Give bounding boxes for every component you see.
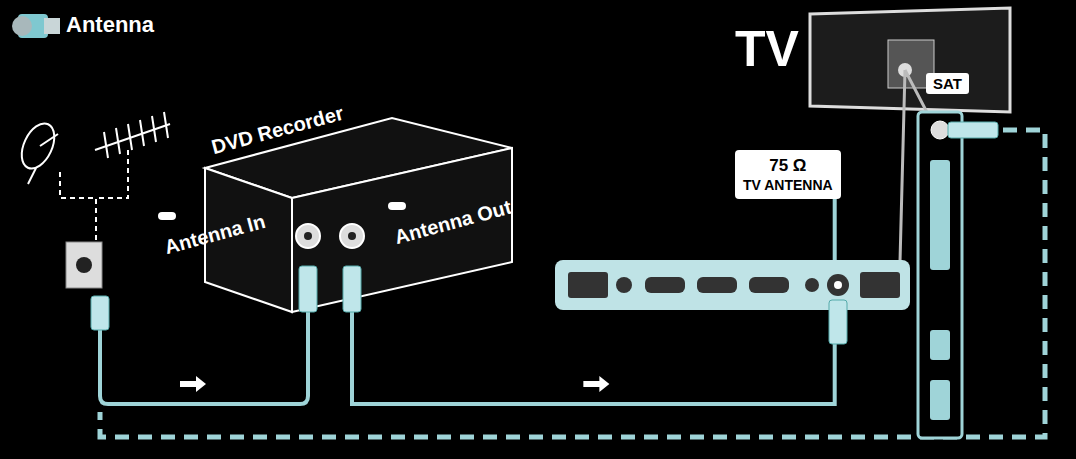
- callout-box: Antenna Out: [388, 202, 406, 210]
- panel-body: [555, 260, 910, 310]
- connector-label: 75 ΩTV ANTENNA: [735, 150, 841, 199]
- node-text: Antenna Out: [392, 196, 514, 249]
- plug-tip: [44, 18, 60, 34]
- arrow-head: [583, 376, 609, 392]
- device-node: TV: [735, 22, 799, 76]
- dish-stand: [28, 168, 36, 184]
- aerial-elements: [104, 112, 168, 158]
- common-interface: [930, 160, 950, 270]
- antenna-cable: [100, 312, 308, 404]
- node-text: 75 Ω: [743, 155, 833, 176]
- dish-arm: [40, 134, 58, 146]
- audio-port: [805, 278, 819, 292]
- tv-panel: [555, 260, 910, 344]
- jack-out: [340, 224, 364, 248]
- hdmi-side: [930, 380, 950, 420]
- node-text: SAT: [933, 75, 962, 92]
- sat-jack: [931, 121, 949, 139]
- part-label: Antenna: [66, 12, 154, 38]
- scart-port: [568, 272, 608, 298]
- jack-in: [296, 224, 320, 248]
- node-text: DVD Recorder: [209, 102, 346, 159]
- jack-out-pin: [348, 232, 356, 240]
- dish: [15, 118, 61, 173]
- monitor-back: [810, 8, 1010, 112]
- plug-in: [299, 266, 317, 312]
- plug-cap: [12, 16, 32, 36]
- aerial: [95, 112, 170, 158]
- wall-socket: [66, 242, 102, 288]
- antenna-jack: [827, 274, 849, 296]
- panel-body: [918, 112, 962, 438]
- hdmi-port: [697, 277, 737, 293]
- node-text: TV ANTENNA: [743, 176, 833, 194]
- usb-port: [930, 330, 950, 360]
- plug-out: [343, 266, 361, 312]
- hdmi-port: [645, 277, 685, 293]
- flow-arrow: [180, 376, 206, 392]
- jack-in-pin: [304, 232, 312, 240]
- tv-monitor: [810, 8, 1010, 112]
- device-node: DVD RecorderAntenna InAntenna Out: [205, 112, 515, 312]
- audio-port: [616, 277, 632, 293]
- recorder-jacks: [296, 224, 364, 312]
- cable-plug: [91, 296, 109, 330]
- vga-port: [860, 272, 900, 298]
- sat-plug: [948, 122, 998, 138]
- node-text: TV: [735, 22, 799, 76]
- connector-label: SAT: [926, 73, 969, 94]
- side-panel: [918, 112, 998, 438]
- tv-plug: [829, 300, 847, 344]
- socket-plate: [66, 242, 102, 288]
- hdmi-port: [749, 277, 789, 293]
- antenna-jack-pin: [834, 281, 842, 289]
- dish-antenna: [15, 118, 61, 184]
- antenna-icon: [12, 14, 60, 38]
- antenna-lead: [60, 150, 128, 240]
- socket-hole: [76, 257, 92, 273]
- node-text: Antenna In: [162, 210, 268, 259]
- callout-box: Antenna In: [158, 212, 176, 220]
